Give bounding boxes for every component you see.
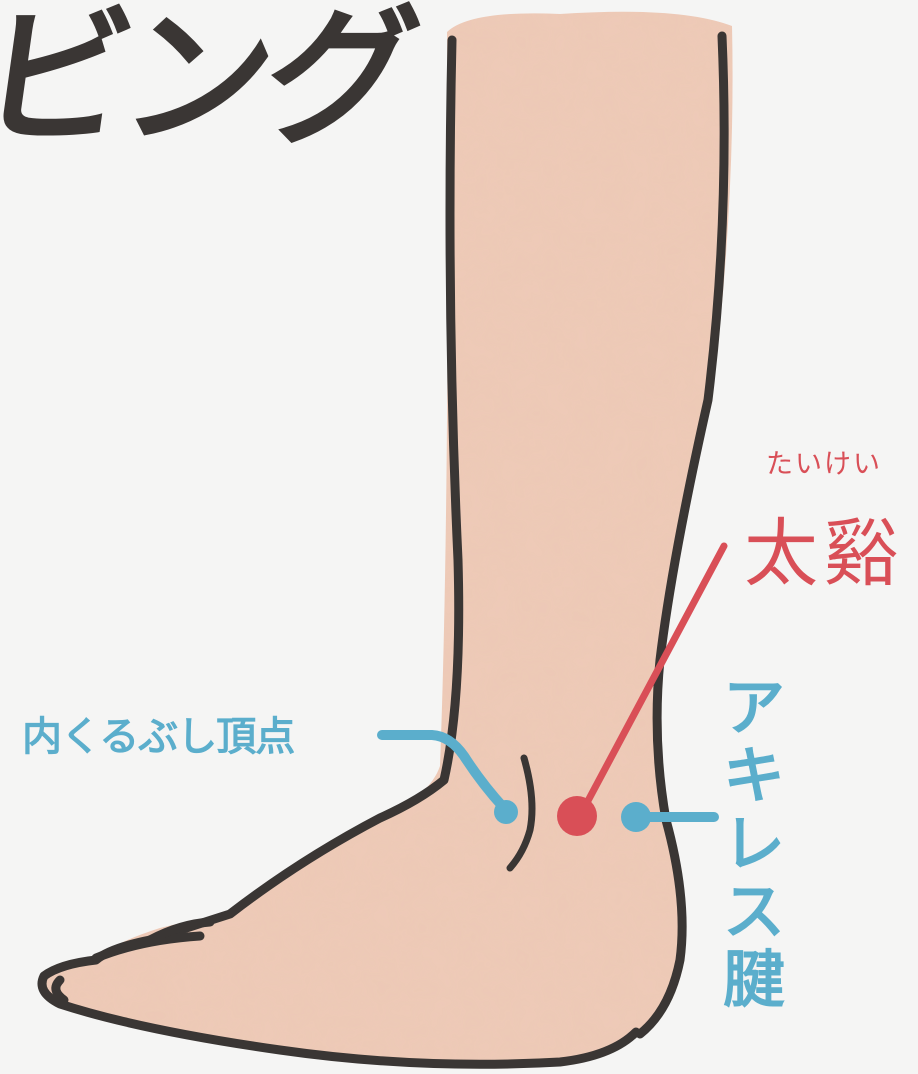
acupoint-reading: たいけい [766,442,882,481]
title-fragment: ビング [0,4,419,154]
acupoint-name: 太谿 [744,494,904,601]
achilles-tendon-label: アキレス腱 [716,674,792,1014]
ankle-apex-label: 内くるぶし頂点 [22,704,294,762]
